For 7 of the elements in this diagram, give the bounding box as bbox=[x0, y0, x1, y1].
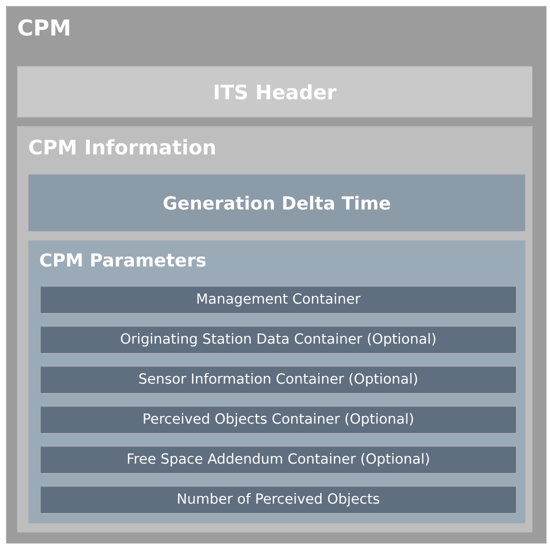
container-bar: Perceived Objects Container (Optional) bbox=[40, 406, 517, 434]
container-bar: Sensor Information Container (Optional) bbox=[40, 366, 517, 394]
container-bar: Management Container bbox=[40, 286, 517, 314]
container-bar: Number of Perceived Objects bbox=[40, 486, 517, 514]
container-bar: Originating Station Data Container (Optional) bbox=[40, 326, 517, 354]
container-bar: Free Space Addendum Container (Optional) bbox=[40, 446, 517, 474]
field-box: Generation Delta Time bbox=[28, 174, 526, 232]
